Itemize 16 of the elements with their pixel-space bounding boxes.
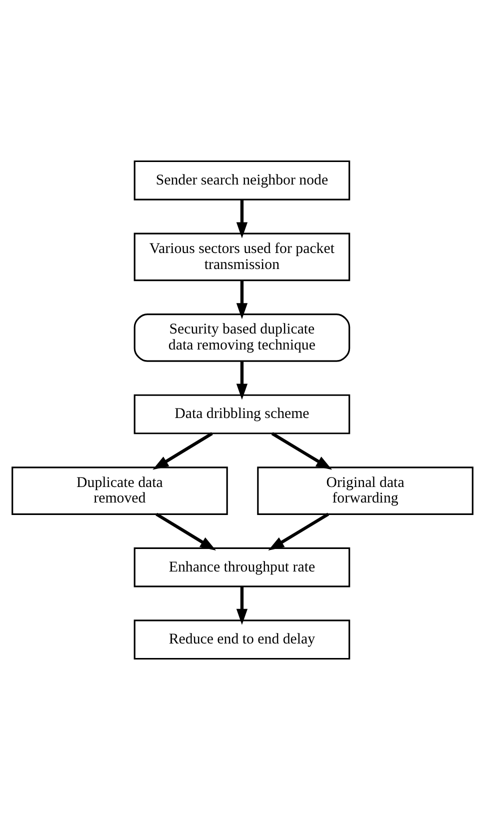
arrow <box>156 512 216 550</box>
arrow <box>271 432 332 470</box>
arrow <box>268 512 330 550</box>
node-box: Data dribbling scheme <box>134 394 350 434</box>
node-box: Sender search neighbor node <box>134 160 350 200</box>
node-box: Security based duplicate data removing technique <box>134 314 350 362</box>
node-box: Duplicate data removed <box>12 466 228 515</box>
arrow <box>236 200 248 238</box>
node-box: Various sectors used for packet transmission <box>134 232 350 282</box>
arrow <box>236 586 248 625</box>
node-box: Enhance throughput rate <box>134 547 350 588</box>
arrow <box>152 432 213 470</box>
node-box: Original data forwarding <box>257 466 474 515</box>
arrow <box>236 361 248 400</box>
arrow <box>236 280 248 320</box>
node-box: Reduce end to end delay <box>134 620 350 660</box>
